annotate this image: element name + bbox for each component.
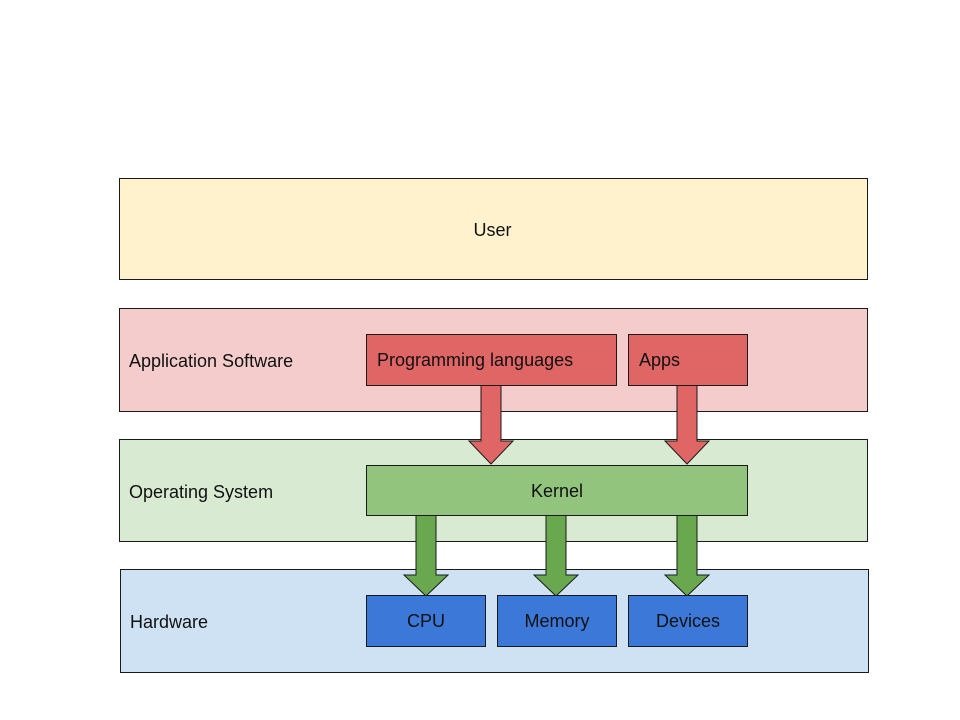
cpu-label: CPU <box>406 611 445 631</box>
operating-system-label: Operating System <box>129 482 274 502</box>
programming-languages-box: Programming languages <box>366 334 617 386</box>
arrow-apps-to-kernel <box>663 383 711 465</box>
cpu-box: CPU <box>366 595 486 647</box>
arrow-kernel-to-cpu <box>402 513 450 597</box>
application-software-label: Application Software <box>129 351 294 371</box>
arrow-kernel-to-devices <box>663 513 711 597</box>
arrow-programming-languages-to-kernel <box>467 383 515 465</box>
memory-label: Memory <box>524 611 590 631</box>
devices-box: Devices <box>628 595 748 647</box>
hardware-label: Hardware <box>130 612 209 632</box>
apps-label: Apps <box>639 350 681 370</box>
kernel-box: Kernel <box>366 465 748 516</box>
devices-label: Devices <box>655 611 721 631</box>
user-layer: User <box>119 178 868 280</box>
apps-box: Apps <box>628 334 748 386</box>
programming-languages-label: Programming languages <box>377 350 574 370</box>
user-layer-label: User <box>473 220 512 240</box>
memory-box: Memory <box>497 595 617 647</box>
arrow-kernel-to-memory <box>532 513 580 597</box>
kernel-label: Kernel <box>530 480 584 501</box>
